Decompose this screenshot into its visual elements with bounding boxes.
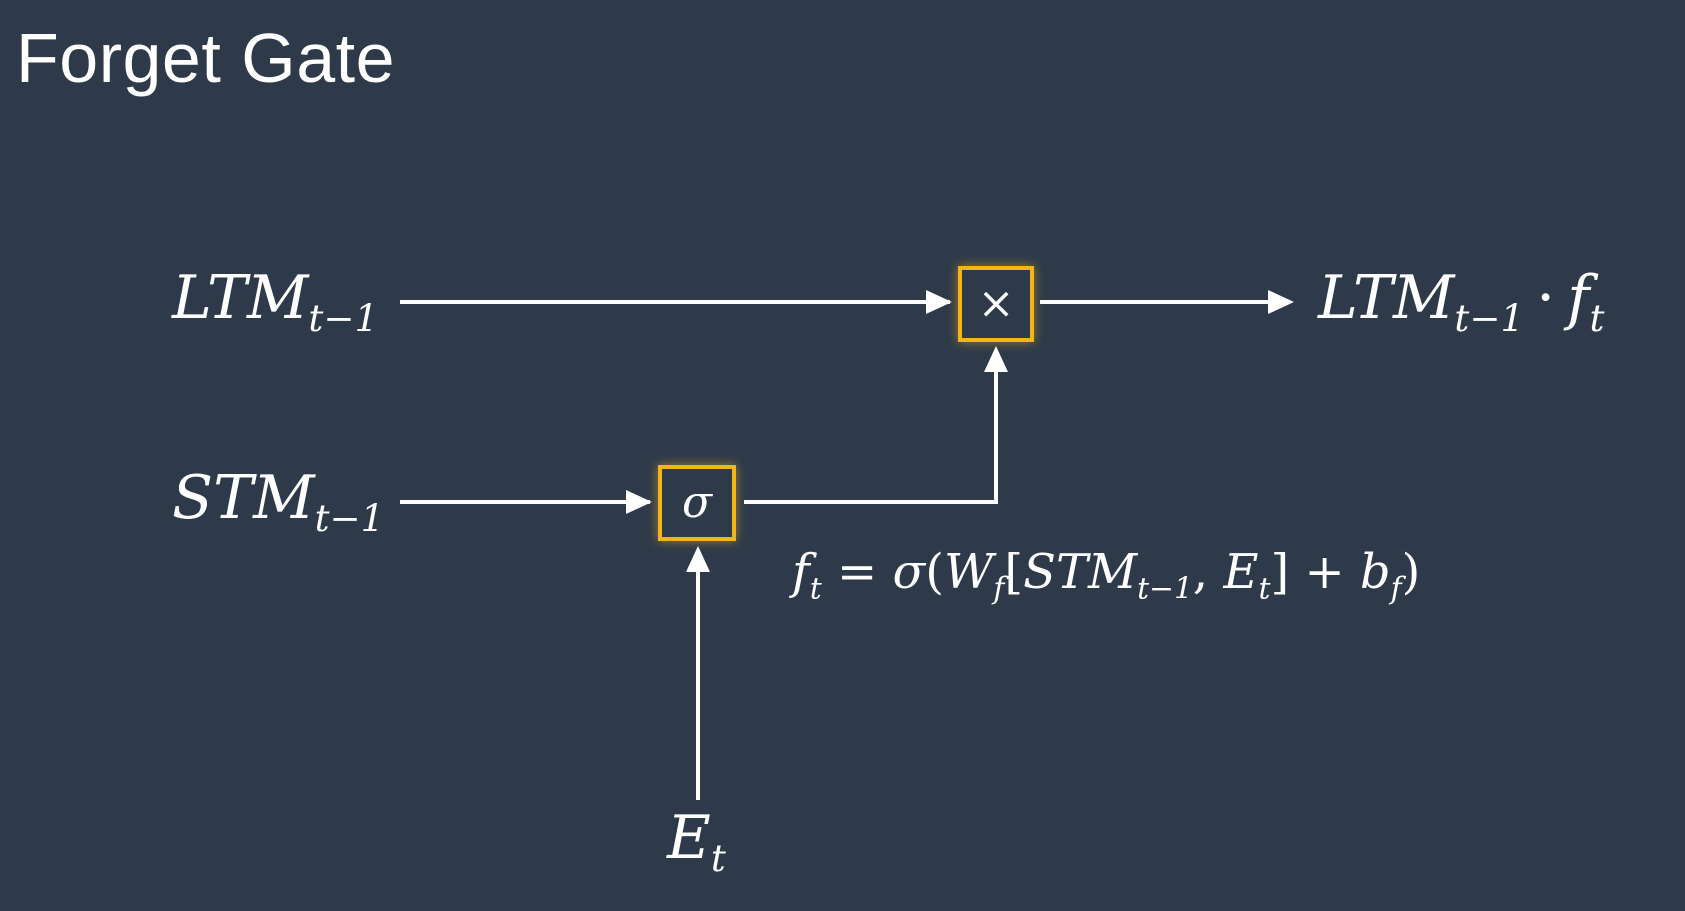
formula-open: ( [925, 544, 944, 600]
arrowhead-event [686, 546, 710, 572]
multiply-icon: × [977, 278, 1015, 329]
event-input-label: Et [667, 808, 726, 877]
formula-stm: STM [1023, 544, 1138, 600]
arrowhead-output [1268, 290, 1294, 314]
output-label: LTMt−1·ft [1318, 268, 1604, 337]
output-base: LTM [1318, 263, 1455, 333]
arrowhead-sigma-up [984, 346, 1008, 372]
formula-lhs: f [792, 544, 810, 600]
page-title: Forget Gate [16, 19, 396, 97]
formula-eq: = [821, 544, 893, 600]
formula-bracket-close: ] [1270, 544, 1290, 600]
arrowhead-ltm [926, 290, 952, 314]
formula-plus: + [1289, 544, 1360, 600]
formula-lhs-sub: t [809, 571, 822, 607]
multiply-gate: × [958, 266, 1034, 342]
formula-b-sub: f [1390, 571, 1402, 607]
formula-b: b [1359, 544, 1391, 600]
stm-input-label: STMt−1 [172, 468, 384, 537]
stm-input-sub: t−1 [314, 496, 385, 541]
event-input-sub: t [710, 836, 726, 881]
ltm-input-label: LTMt−1 [172, 268, 378, 337]
formula-bracket-open: [ [1004, 544, 1024, 600]
arrowhead-stm [626, 490, 652, 514]
output-f: f [1567, 263, 1590, 333]
sigma-symbol: σ [681, 477, 713, 528]
formula-stm-sub: t−1 [1137, 571, 1193, 607]
output-f-sub: t [1589, 296, 1605, 341]
formula-sigma: σ [892, 544, 926, 600]
sigmoid-gate: σ [658, 465, 736, 541]
formula-e: E [1223, 544, 1259, 600]
formula-comma: , [1192, 544, 1224, 600]
stm-input-base: STM [172, 463, 315, 533]
event-input-base: E [667, 803, 711, 873]
output-sub: t−1 [1454, 296, 1525, 341]
formula-w: W [943, 544, 994, 600]
forget-gate-formula: ft = σ(Wf[STMt−1, Et] + bf) [792, 548, 1420, 604]
formula-e-sub: t [1258, 571, 1271, 607]
formula-close: ) [1401, 544, 1421, 600]
arrow-sigma-to-multiply [744, 370, 998, 504]
formula-w-sub: f [993, 571, 1005, 607]
output-dot: · [1536, 263, 1556, 333]
ltm-input-sub: t−1 [308, 296, 379, 341]
ltm-input-base: LTM [172, 263, 309, 333]
